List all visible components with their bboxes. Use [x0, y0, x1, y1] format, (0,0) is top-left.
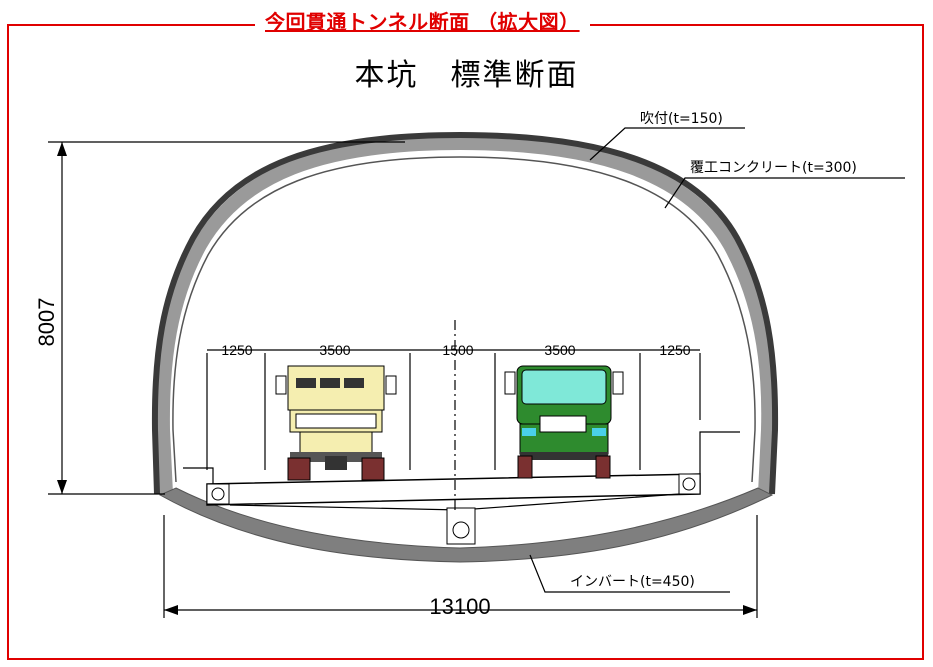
sprayed-concrete [151, 131, 779, 495]
lane-dim-4: 3500 [544, 342, 575, 358]
inner-lining-line [172, 156, 756, 483]
spray-leader [589, 127, 745, 161]
slab-underside [229, 504, 461, 511]
section-title: 本坑 標準断面 [354, 58, 579, 93]
slab-underside-right [459, 493, 681, 511]
lane-dim-5: 1250 [659, 342, 690, 358]
lane-dim-1: 1250 [221, 342, 252, 358]
lining-label: 覆工コンクリート(t=300) [690, 160, 857, 176]
truck-left [275, 365, 397, 481]
width-arrow-left [164, 605, 178, 615]
invert-label: インバート(t=450) [570, 574, 695, 590]
invert [158, 487, 774, 563]
height-arrow-bottom [57, 480, 67, 494]
width-arrow-right [743, 605, 757, 615]
width-dimension: 13100 [429, 594, 490, 619]
spray-label: 吹付(t=150) [640, 111, 723, 127]
lane-dim-2: 3500 [319, 342, 350, 358]
truck-right [504, 365, 624, 479]
right-drain-pipe [682, 477, 696, 491]
height-arrow-top [57, 142, 67, 156]
lining-leader [664, 177, 905, 209]
center-drain-pipe [452, 521, 470, 539]
invert-leader [529, 554, 730, 593]
lane-dim-3: 1500 [442, 342, 473, 358]
header-title: 今回貫通トンネル断面 （拡大図） [255, 6, 590, 35]
left-curb [183, 467, 214, 484]
lining-concrete [155, 135, 776, 495]
height-dimension: 8007 [34, 298, 59, 347]
left-drain-pipe [211, 487, 225, 501]
right-wall-mark [699, 431, 740, 474]
road-slab [206, 473, 701, 506]
